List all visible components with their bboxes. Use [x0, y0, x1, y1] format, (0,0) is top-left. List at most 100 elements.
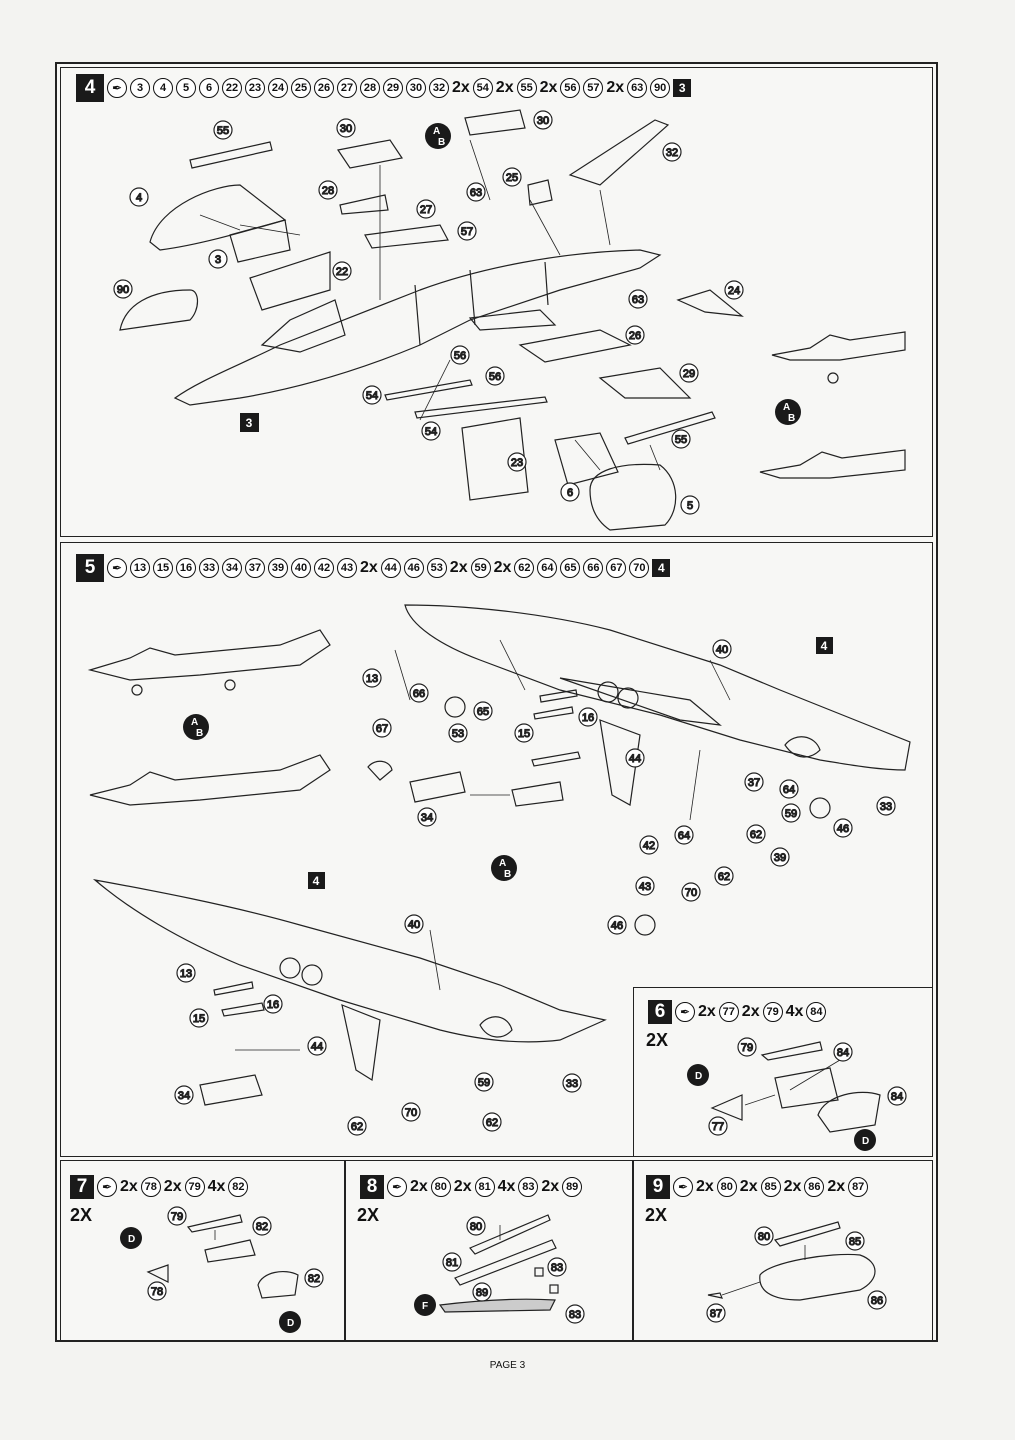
part-number-40: 40: [291, 558, 311, 578]
part-number-59: 59: [470, 558, 491, 578]
step6-multiplier: 2X: [646, 1030, 669, 1050]
part-quantity: 2x: [120, 1178, 138, 1195]
ab-badge-3: AB: [183, 714, 209, 740]
callout-67: 67: [372, 718, 392, 738]
step6-number: 6: [648, 1000, 672, 1024]
part-number-81: 81: [474, 1177, 495, 1197]
part-number-89: 89: [562, 1177, 583, 1197]
svg-text:D: D: [128, 1234, 135, 1245]
callout-27: 27: [416, 199, 436, 219]
step5-number: 5: [76, 554, 104, 582]
part-number-55: 55: [516, 78, 537, 98]
callout-82a: 82: [252, 1216, 272, 1236]
callout-46a: 46: [833, 818, 853, 838]
callout-53: 53: [448, 723, 468, 743]
part-quantity: 2x: [495, 79, 514, 96]
callout-57: 57: [457, 221, 477, 241]
callout-24: 24: [724, 280, 744, 300]
step4-panel: [60, 67, 933, 537]
part-quantity: 2x: [739, 1178, 758, 1195]
svg-text:66: 66: [413, 688, 425, 700]
svg-text:46: 46: [837, 823, 849, 835]
part-number-80: 80: [716, 1177, 737, 1197]
callout-84b: 84: [887, 1086, 907, 1106]
callout-56b: 56: [485, 366, 505, 386]
part-number-15: 15: [153, 558, 173, 578]
svg-text:3: 3: [246, 416, 253, 430]
part-number-22: 22: [222, 78, 242, 98]
part-number-85: 85: [760, 1177, 781, 1197]
callout-80a: 80: [466, 1216, 486, 1236]
part-number-6: 6: [199, 78, 219, 98]
part-number-27: 27: [337, 78, 357, 98]
svg-text:86: 86: [871, 1295, 883, 1307]
svg-text:16: 16: [267, 999, 279, 1011]
callout-34b: 34: [174, 1085, 194, 1105]
svg-text:89: 89: [476, 1287, 488, 1299]
callout-13a: 13: [362, 668, 382, 688]
part-number-29: 29: [383, 78, 403, 98]
svg-text:62: 62: [486, 1117, 498, 1129]
part-number-39: 39: [268, 558, 288, 578]
svg-text:55: 55: [217, 125, 229, 137]
callout-13b: 13: [176, 963, 196, 983]
svg-text:84: 84: [891, 1091, 903, 1103]
svg-text:80: 80: [470, 1221, 482, 1233]
svg-text:56: 56: [489, 371, 501, 383]
step5-panel: [60, 542, 933, 1157]
part-quantity: 2x: [696, 1178, 714, 1195]
svg-text:D: D: [862, 1136, 869, 1147]
part-quantity: 4x: [497, 1178, 516, 1195]
part-number-66: 66: [583, 558, 604, 578]
part-number-43: 43: [337, 558, 357, 578]
part-quantity: 2x: [360, 559, 378, 576]
step5-reference-step: 4: [652, 559, 671, 577]
svg-text:A: A: [499, 858, 506, 869]
part-quantity: 2x: [449, 559, 468, 576]
part-number-56: 56: [560, 78, 581, 98]
svg-text:54: 54: [366, 390, 378, 402]
part-quantity: 2x: [539, 79, 558, 96]
svg-text:90: 90: [117, 284, 129, 296]
paint-d-2: D: [854, 1129, 876, 1151]
callout-86: 86: [867, 1290, 887, 1310]
step9-number: 9: [646, 1175, 670, 1199]
part-number-37: 37: [245, 558, 265, 578]
step4-canopy-parts: [119, 141, 331, 331]
svg-text:42: 42: [643, 840, 655, 852]
svg-text:D: D: [695, 1071, 702, 1082]
svg-text:27: 27: [420, 204, 432, 216]
step8-multiplier: 2X: [357, 1205, 380, 1225]
part-quantity: 4x: [785, 1003, 804, 1020]
svg-text:84: 84: [837, 1047, 849, 1059]
callout-85: 85: [845, 1231, 865, 1251]
callout-44b: 44: [307, 1036, 327, 1056]
step9-panel: [633, 1160, 933, 1342]
glue-tube-icon: ✒: [675, 1002, 695, 1022]
step7-panel: [60, 1160, 345, 1342]
svg-text:32: 32: [666, 147, 678, 159]
ab-badge-4: AB: [491, 855, 517, 881]
callout-15a: 15: [514, 723, 534, 743]
ref-markers: 3 4 4: [240, 413, 833, 889]
callout-5: 5: [680, 495, 700, 515]
callout-59b: 59: [474, 1072, 494, 1092]
part-quantity: 2x: [606, 79, 625, 96]
step4-number: 4: [76, 74, 104, 102]
svg-text:15: 15: [518, 728, 530, 740]
callout-42: 42: [639, 835, 659, 855]
svg-text:A: A: [783, 402, 790, 413]
ab-badge-1: AB: [425, 123, 451, 149]
step7-multiplier: 2X: [70, 1205, 93, 1225]
part-number-79: 79: [762, 1002, 783, 1022]
part-number-64: 64: [537, 558, 558, 578]
part-number-62: 62: [514, 558, 535, 578]
part-number-84: 84: [806, 1002, 827, 1022]
part-number-23: 23: [245, 78, 265, 98]
svg-text:13: 13: [180, 968, 192, 980]
callout-4: 4: [129, 187, 149, 207]
page-number: PAGE 3: [489, 1360, 526, 1371]
